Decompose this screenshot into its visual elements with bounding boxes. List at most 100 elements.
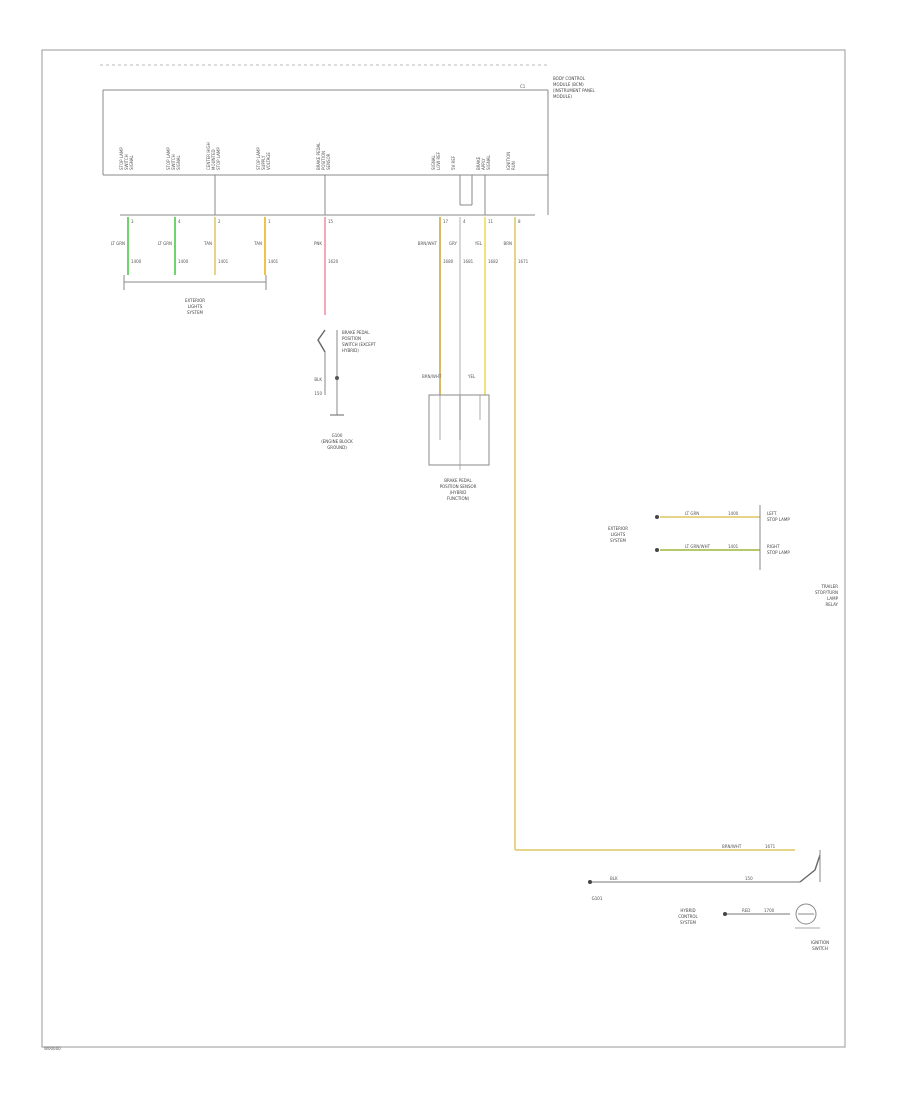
- right-left-caption-line: EXTERIOR: [608, 526, 628, 531]
- hybrid-caption-line: SYSTEM: [680, 920, 696, 925]
- module-pin-label: SIGNAL: [431, 154, 436, 170]
- switch-caption-line: SWITCH (EXCEPT: [342, 342, 376, 347]
- ground-caption-line: G100: [332, 433, 343, 438]
- module-pin-number: 11: [488, 219, 494, 224]
- right-wire-label: LT GRN: [685, 511, 699, 516]
- wire-code: 1401: [268, 259, 279, 264]
- module-pin-number: 2: [218, 219, 221, 224]
- module-internal-links: [214, 175, 486, 215]
- module-pin-label: POSITION: [321, 151, 326, 170]
- right-desc-line: RIGHT: [767, 544, 780, 549]
- wire-label: TAN: [253, 241, 262, 246]
- right-stop-lamp-group: [655, 505, 761, 570]
- switch-caption-line: HYBRID): [342, 348, 359, 353]
- sensor-caption-line: (HYBRID: [450, 490, 467, 495]
- ground-wire-code: 150: [745, 876, 753, 881]
- switch-caption-line: BRAKE PEDAL: [342, 330, 370, 335]
- right-caption-line: LAMP: [827, 596, 839, 601]
- sensor-caption-line: POSITION SENSOR: [440, 484, 477, 489]
- lamp-caption-line: EXTERIOR: [185, 298, 205, 303]
- switch-wire-label: BLK: [314, 377, 322, 382]
- wire-code: 1401: [218, 259, 229, 264]
- module-pin-label: MOUNTED: [211, 149, 216, 170]
- component-caption-line: SWITCH: [812, 946, 828, 951]
- hybrid-caption-line: HYBRID: [680, 908, 695, 913]
- right-caption-line: TRAILER: [820, 584, 838, 589]
- right-wire-code: 1400: [728, 511, 739, 516]
- module-pin-label: BRAKE PEDAL: [316, 142, 321, 170]
- wire-code: 1681: [463, 259, 474, 264]
- module-caption-line: BODY CONTROL: [553, 76, 586, 81]
- module-pin-label: SIGNAL: [176, 154, 181, 170]
- right-caption-line: STOP/TURN: [815, 590, 838, 595]
- wire-code: 1671: [518, 259, 529, 264]
- right-desc-line: LEFT: [767, 511, 777, 516]
- sensor-caption-line: FUNCTION): [447, 496, 470, 501]
- wire-code: 1620: [328, 259, 339, 264]
- module-pin-label: STOP LAMP: [119, 147, 124, 170]
- ground-caption-line: GROUND): [327, 445, 347, 450]
- component-caption-line: IGNITION: [811, 940, 829, 945]
- module-caption-line: (INSTRUMENT PANEL: [553, 88, 596, 93]
- module-pin-label: VOLTAGE: [266, 152, 271, 170]
- module-pin-label: APPLY: [481, 158, 486, 170]
- wire-label: BRN: [503, 241, 512, 246]
- wire-code: 1680: [443, 259, 454, 264]
- module-caption-line: MODULE (BCM): [553, 82, 584, 87]
- ground-caption-line: (ENGINE BLOCK: [321, 439, 353, 444]
- ground-wire-label: BLK: [610, 876, 618, 881]
- sensor-caption-line: BRAKE PEDAL: [444, 478, 472, 483]
- footer-code: W00000: [44, 1046, 61, 1051]
- module-pin-label: 5V REF: [451, 155, 456, 170]
- module-pin-label: STOP LAMP: [216, 147, 221, 170]
- module-pin-number: 4: [178, 219, 181, 224]
- wire-label: TAN: [203, 241, 212, 246]
- right-caption-line: RELAY: [826, 602, 839, 607]
- wire-label: GRY: [449, 241, 458, 246]
- lamp-bracket: [123, 275, 267, 290]
- module-pin-number: 3: [131, 219, 134, 224]
- module-pin-label: SUPPLY: [261, 155, 266, 170]
- module-pin-label: STOP LAMP: [256, 147, 261, 170]
- module-pin-label: RUN: [511, 161, 516, 170]
- bottom-right-circuit: [588, 850, 821, 929]
- switch-wire-code: 150: [314, 391, 322, 396]
- module-pin-number: 1: [268, 219, 271, 224]
- wire-label: BRN/WHT: [418, 241, 438, 246]
- ign-wire-label: BRN/WHT: [722, 844, 742, 849]
- wire-code: 1400: [131, 259, 142, 264]
- right-wire-label: LT GRN/WHT: [685, 544, 711, 549]
- lamp-caption-line: SYSTEM: [187, 310, 203, 315]
- module-pin-label: CENTER HIGH: [206, 142, 211, 170]
- ign-wire-code: 1671: [765, 844, 776, 849]
- right-desc-line: STOP LAMP: [767, 550, 790, 555]
- module-pin-number: 17: [443, 219, 449, 224]
- g101-caption-line: G101: [592, 896, 603, 901]
- lamp-caption-line: LIGHTS: [188, 304, 203, 309]
- module-pin-label: LOW REF: [436, 151, 441, 170]
- wire-code: 1400: [178, 259, 189, 264]
- module-caption-line: MODULE): [553, 94, 572, 99]
- right-left-caption-line: LIGHTS: [611, 532, 626, 537]
- mid-wire-code: 1700: [764, 908, 775, 913]
- module-pin-number: 8: [518, 219, 521, 224]
- wire-code: 1682: [488, 259, 499, 264]
- diagram-frame: [41, 49, 846, 1048]
- module-pin-number: 4: [463, 219, 466, 224]
- right-left-caption-line: SYSTEM: [610, 538, 626, 543]
- right-desc-line: STOP LAMP: [767, 517, 790, 522]
- module-pin-label: IGNITION: [506, 152, 511, 170]
- wire-label: YEL: [474, 241, 483, 246]
- wire-label: LT GRN: [158, 241, 172, 246]
- wire-label: LT GRN: [111, 241, 125, 246]
- module-pin-number: 15: [328, 219, 334, 224]
